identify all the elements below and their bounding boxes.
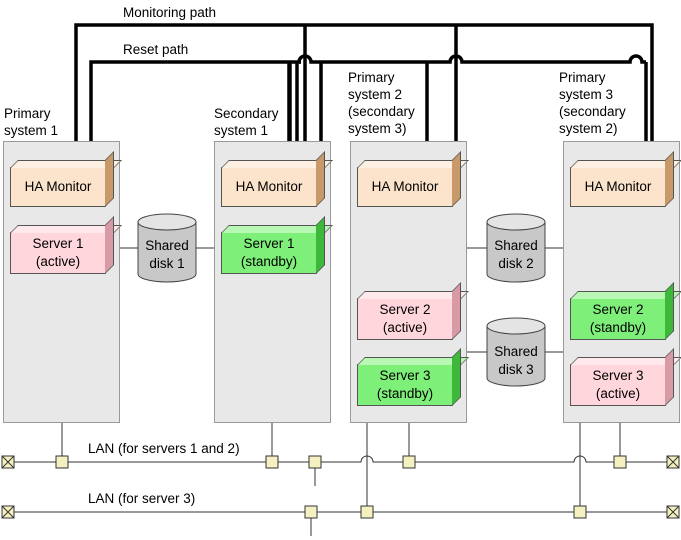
server-1-active: Server 1(active) (10, 232, 106, 274)
lan-connectors (55, 455, 627, 519)
lan1-connector-ps3 (613, 455, 627, 469)
lan-2-label: LAN (for server 3) (88, 491, 196, 506)
lan-terminators (1, 455, 680, 519)
lan1-terminator-left (1, 455, 15, 469)
lan1-connector-ext (308, 455, 322, 469)
ha-monitor-ps2: HA Monitor (357, 167, 453, 207)
monitoring-path-lines (74, 23, 654, 141)
disk-links (120, 247, 563, 353)
server-1-standby: Server 1(standby) (221, 232, 317, 274)
shared-disk-2 (486, 213, 546, 283)
server-3-active: Server 3(active) (570, 364, 666, 406)
lan1-connector-ps2 (402, 455, 416, 469)
server-2-active: Server 2(active) (357, 298, 453, 340)
lan-1-label: LAN (for servers 1 and 2) (88, 441, 240, 456)
lan-1-lines (14, 423, 667, 486)
lan2-terminator-left (1, 505, 15, 519)
lan2-connector-ps3 (573, 505, 587, 519)
lan1-terminator-right (666, 455, 680, 469)
lan2-terminator-right (666, 505, 680, 519)
monitoring-path-label: Monitoring path (123, 5, 217, 20)
server-3-standby: Server 3(standby) (357, 364, 453, 406)
lan2-connector-ps2 (360, 505, 374, 519)
ha-monitor-ps3: HA Monitor (570, 167, 666, 207)
shared-disk-1 (137, 213, 197, 283)
reset-path-label: Reset path (123, 42, 189, 57)
lan-2-lines (14, 423, 667, 536)
server-2-standby: Server 2(standby) (570, 298, 666, 340)
lan1-connector-ss1 (265, 455, 279, 469)
ha-monitor-ss1: HA Monitor (221, 167, 317, 207)
lan2-connector-ext (304, 505, 318, 519)
shared-disk-3 (486, 317, 546, 387)
lan1-connector-ps1 (55, 455, 69, 469)
ha-monitor-ps1: HA Monitor (10, 167, 106, 207)
reset-path-lines (89, 54, 648, 141)
